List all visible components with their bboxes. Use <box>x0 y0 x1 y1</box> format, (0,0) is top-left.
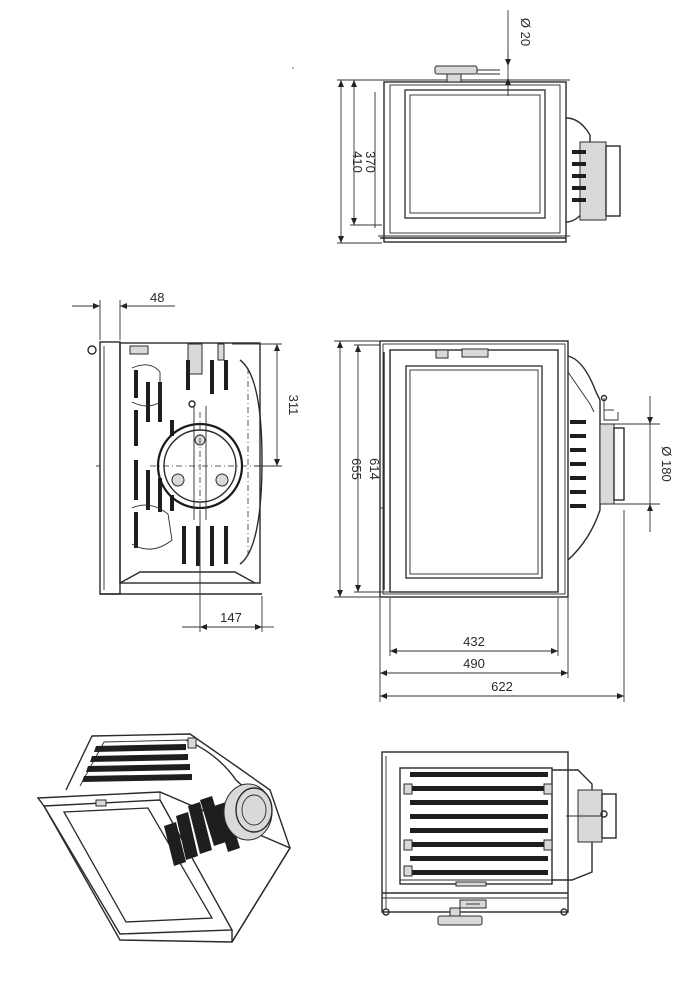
dim-door-width: 490 <box>463 656 485 671</box>
dim-overall-width: 622 <box>491 679 513 694</box>
dim-pipe-diameter: Ø 20 <box>518 18 533 46</box>
dim-outer-depth: 410 <box>350 151 365 173</box>
top-view: Ø 20 410 370 <box>292 10 621 244</box>
dim-outer-height: 655 <box>349 458 364 480</box>
isometric-view <box>36 733 292 943</box>
dim-flue-offset: 147 <box>220 610 242 625</box>
back-view <box>381 751 617 926</box>
front-view: 655 614 Ø 180 432 490 622 <box>334 340 674 702</box>
dim-glass-width: 432 <box>463 634 485 649</box>
dim-flue-diameter: Ø 180 <box>659 446 674 481</box>
side-view: 48 311 147 <box>72 290 301 632</box>
dim-flue-height: 311 <box>286 395 301 416</box>
dim-glass-height: 614 <box>367 458 382 480</box>
dim-front-offset: 48 <box>150 290 164 305</box>
dim-inner-depth: 370 <box>363 151 378 173</box>
